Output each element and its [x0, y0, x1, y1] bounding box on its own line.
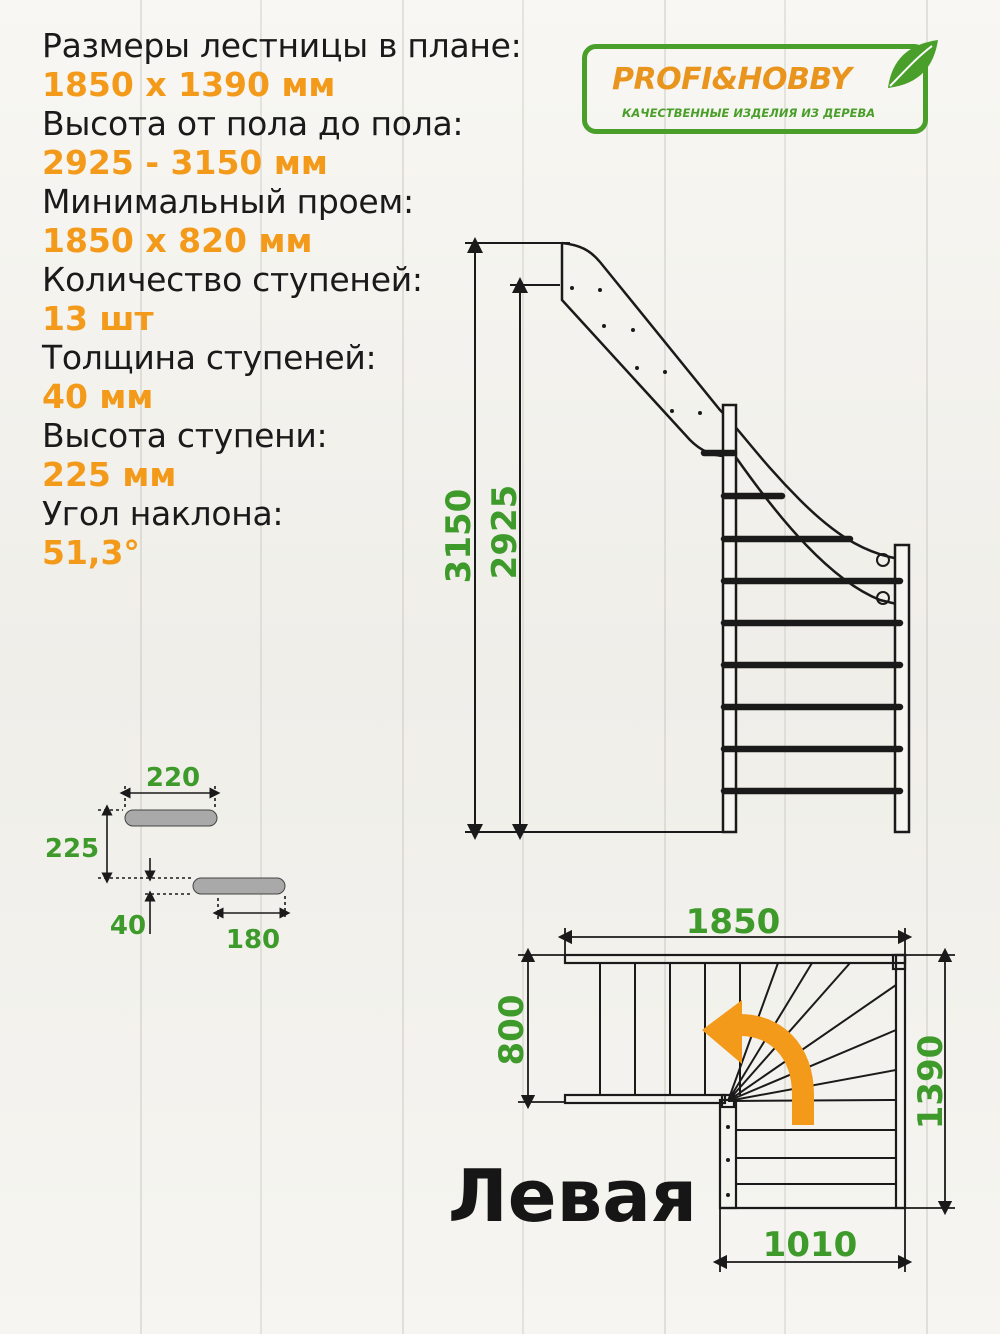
dim-2925-label: 2925: [485, 485, 525, 580]
spec-list: Размеры лестницы в плане: 1850 x 1390 мм…: [42, 26, 522, 572]
plan-lower-treads: [736, 1129, 896, 1185]
brand-logo: PROFI&HOBBY КАЧЕСТВЕННЫЕ ИЗДЕЛИЯ ИЗ ДЕРЕ…: [582, 36, 938, 138]
plan-upper-treads: [599, 963, 741, 1095]
spec-min-opening: Минимальный проем: 1850 x 820 мм: [42, 182, 521, 260]
spec-value: 40 мм: [42, 377, 154, 416]
elevation-dimension-lines: [465, 237, 725, 840]
plan-depth-label: 1390: [911, 1035, 951, 1130]
stringer-bolts: [570, 286, 702, 415]
stair-variant-title: Левая: [448, 1154, 698, 1238]
spec-value: 225 мм: [42, 455, 177, 494]
tread-offset-label: 180: [226, 925, 280, 955]
spec-step-height: Высота ступени: 225 мм: [42, 416, 521, 494]
spec-value: 1850 x 1390 мм: [42, 65, 336, 104]
spec-label: Количество ступеней:: [42, 260, 423, 299]
spec-slope-angle: Угол наклона: 51,3°: [42, 494, 521, 572]
logo-frame: [582, 44, 928, 134]
plan-opening-label: 800: [492, 995, 532, 1066]
step-detail-treads: [124, 809, 286, 895]
treads: [700, 449, 904, 795]
spec-label: Размеры лестницы в плане:: [42, 26, 522, 65]
spec-value: 13 шт: [42, 299, 154, 338]
plan-dimension-lines: [518, 928, 955, 1272]
tread-depth-label: 220: [146, 763, 200, 793]
spec-label: Минимальный проем:: [42, 182, 414, 221]
leaf-icon: [888, 40, 938, 88]
spec-label: Угол наклона:: [42, 494, 284, 533]
spec-label: Высота от пола до пола:: [42, 104, 464, 143]
riser-height-label: 225: [45, 834, 99, 864]
post-holes: [876, 553, 890, 605]
dim-3150-label: 3150: [439, 489, 479, 584]
step-detail-dimension-lines: [98, 786, 291, 934]
spec-plan-size: Размеры лестницы в плане: 1850 x 1390 мм: [42, 26, 522, 104]
spec-floor-height: Высота от пола до пола: 2925 - 3150 мм: [42, 104, 521, 182]
logo-brand-text: PROFI&HOBBY: [612, 62, 852, 97]
spec-value: 2925 - 3150 мм: [42, 143, 328, 182]
spec-label: Высота ступени:: [42, 416, 328, 455]
plan-lower-width-label: 1010: [763, 1225, 858, 1265]
plan-width-label: 1850: [686, 902, 781, 942]
direction-arrow-icon: [702, 1000, 814, 1125]
tread-thickness-label: 40: [110, 911, 146, 941]
logo-tagline: КАЧЕСТВЕННЫЕ ИЗДЕЛИЯ ИЗ ДЕРЕВА: [622, 106, 876, 120]
spec-label: Толщина ступеней:: [42, 338, 377, 377]
plan-baluster-dots: [726, 1125, 730, 1197]
spec-value: 1850 x 820 мм: [42, 221, 313, 260]
spec-step-count: Количество ступеней: 13 шт: [42, 260, 521, 338]
spec-step-thickness: Толщина ступеней: 40 мм: [42, 338, 521, 416]
plan-outline: [563, 953, 907, 1210]
newel-posts: [721, 403, 911, 834]
spec-value: 51,3°: [42, 533, 140, 572]
